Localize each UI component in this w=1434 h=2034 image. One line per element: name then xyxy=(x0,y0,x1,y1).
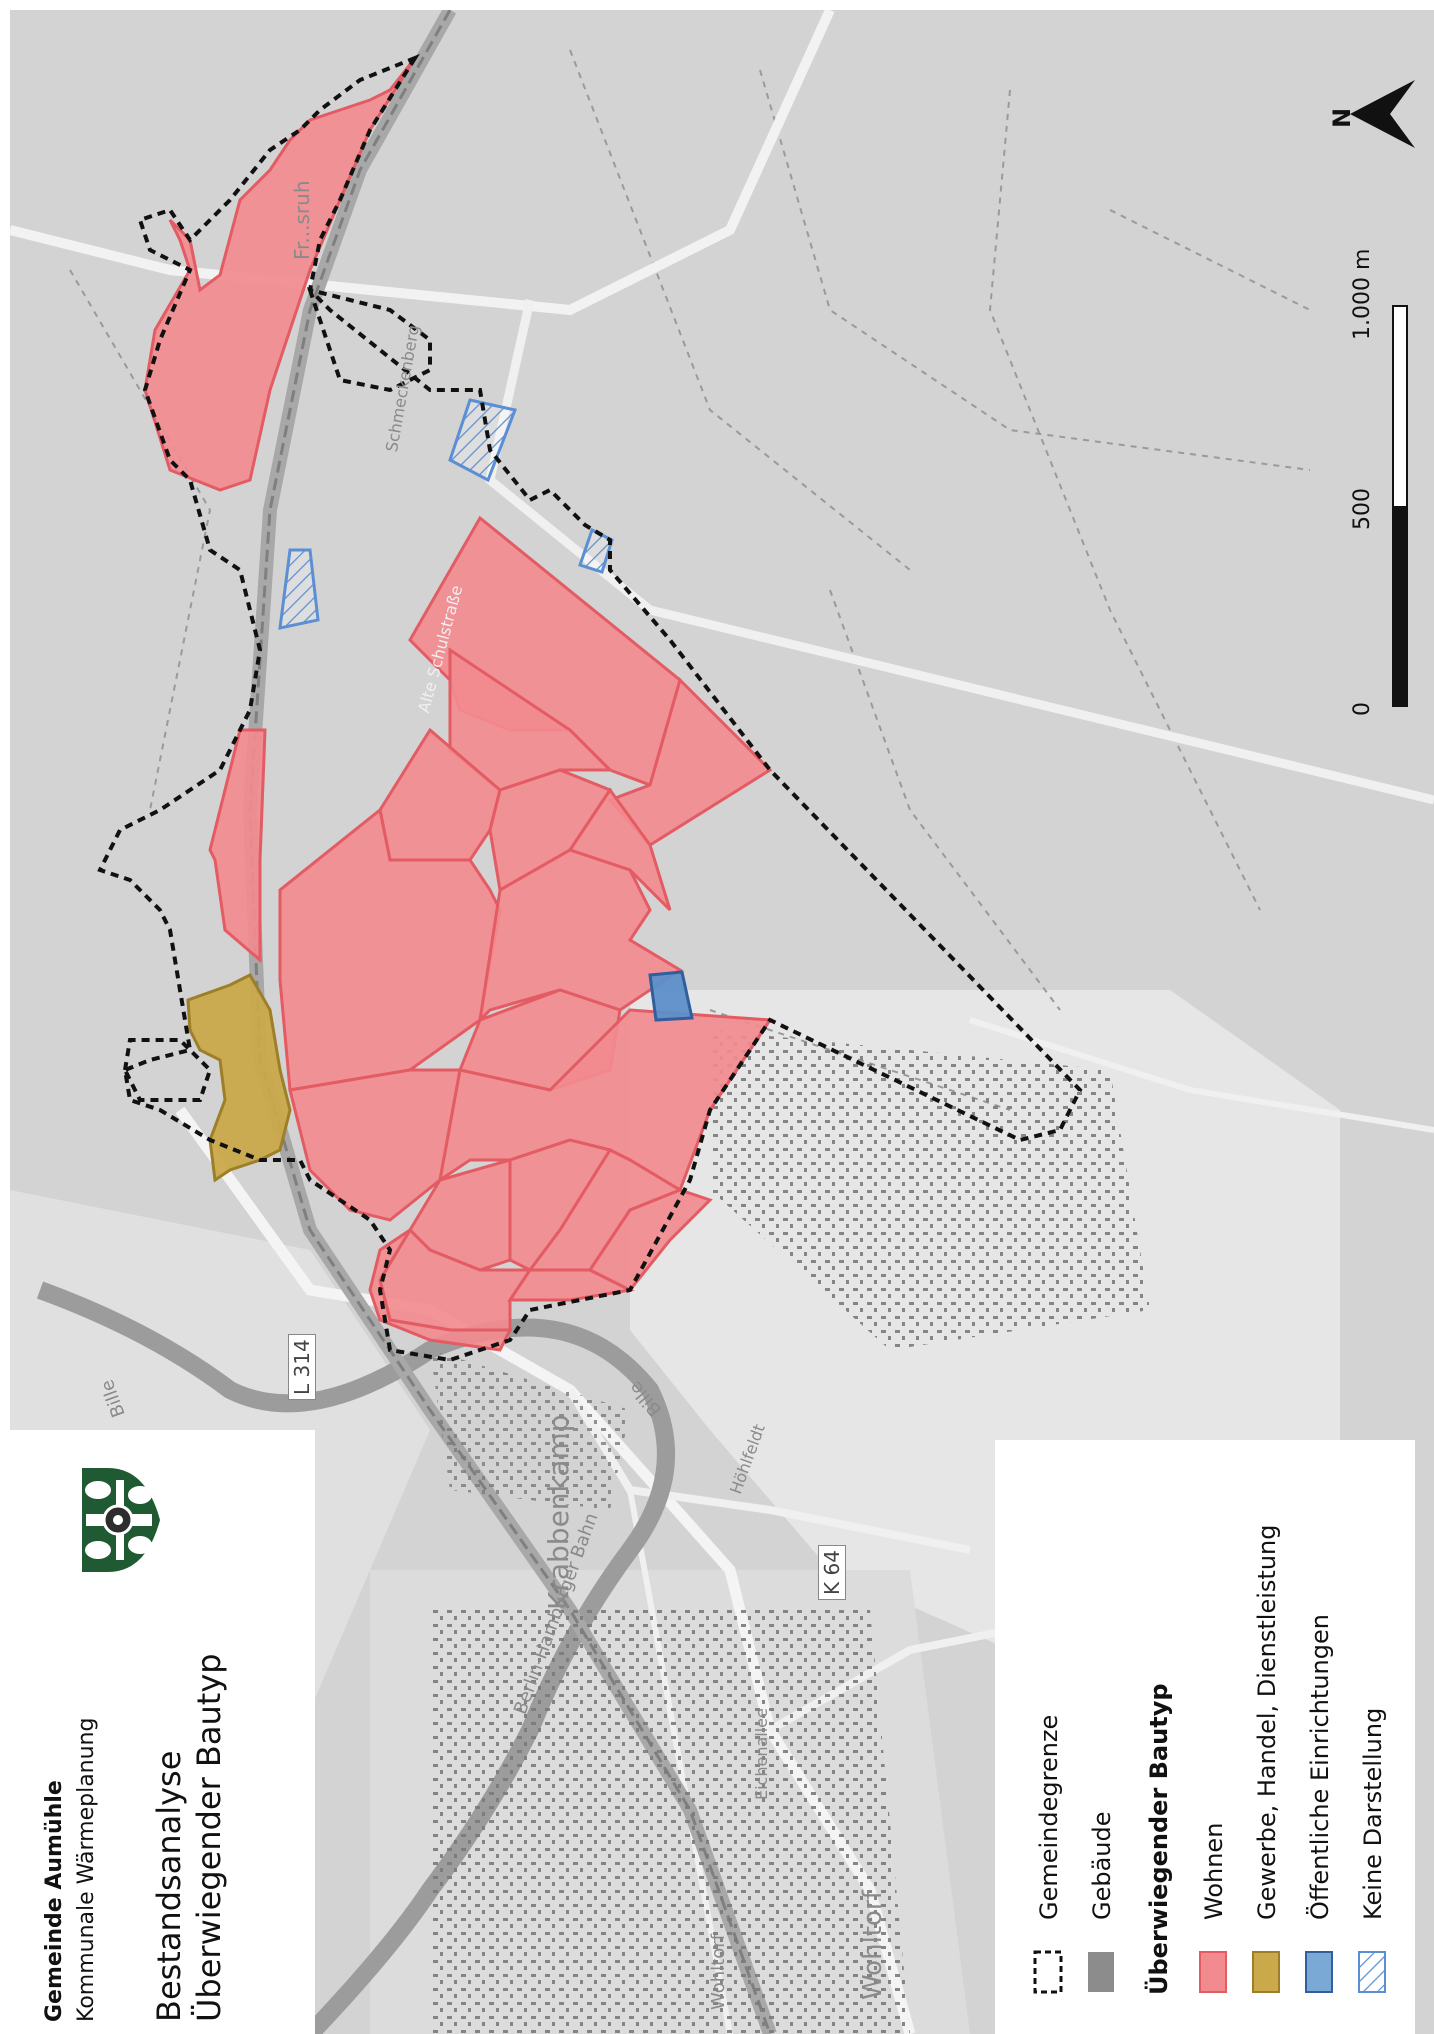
wohnen-zone-r xyxy=(368,1228,513,1352)
label-l314: L 314 xyxy=(288,1334,316,1400)
map-heading-line1: Bestandsanalyse xyxy=(150,1750,188,2022)
label-wohltorf: Wohltorf xyxy=(858,1890,888,2000)
label-friedrichsruh: Fr...sruh xyxy=(290,180,314,260)
wohnen-zone-g xyxy=(278,807,502,1092)
keine-darstellung-1[interactable] xyxy=(448,398,518,483)
wohnen-zone-west-strip xyxy=(208,728,267,964)
map-heading-line2: Überwiegender Bautyp xyxy=(190,1653,228,2022)
legend-label-wohnen: Wohnen xyxy=(1200,1822,1228,1920)
keine-darstellung-3[interactable] xyxy=(578,527,614,574)
scale-label-500: 500 xyxy=(1350,488,1375,530)
legend-label-oeffentlich: Öffentliche Einrichtungen xyxy=(1306,1614,1334,1920)
municipality-name: Gemeinde Aumühle xyxy=(42,1780,67,2022)
scale-label-0: 0 xyxy=(1350,702,1375,716)
north-arrow-label: N xyxy=(1328,107,1356,128)
legend-symbol-layer xyxy=(1033,1950,1386,1994)
keine-darstellung-2[interactable] xyxy=(278,548,320,630)
gemeindegrenze-boundary[interactable] xyxy=(97,53,1083,1363)
municipality-subtitle: Kommunale Wärmeplanung xyxy=(74,1717,99,2022)
oeffentlich-zone[interactable] xyxy=(648,970,694,1022)
map-frame: L 314 K 64 Krabbenkamp Wohltorf Bille Bi… xyxy=(10,10,1434,2034)
gemeindegrenze-enclave xyxy=(122,1038,213,1102)
municipality-coat-of-arms-icon xyxy=(82,1468,160,1572)
wohnen-zone-h xyxy=(477,848,683,1025)
scale-bar-graphic xyxy=(1392,305,1408,707)
legend-label-gebaeude: Gebäude xyxy=(1088,1811,1116,1920)
settlement-buildings-krabbenkamp xyxy=(430,1350,630,1510)
legend-heading-bautyp: Überwiegender Bautyp xyxy=(1145,1683,1173,1995)
label-wohltorf-2: Wohltorf xyxy=(708,1934,729,2010)
legend-label-gemeindegrenze: Gemeindegrenze xyxy=(1035,1714,1063,1920)
legend-label-keine: Keine Darstellung xyxy=(1359,1707,1387,1920)
title-block: Gemeinde Aumühle Kommunale Wärmeplanung … xyxy=(10,1430,315,2034)
legend-label-gewerbe: Gewerbe, Handel, Dienstleistung xyxy=(1253,1524,1281,1920)
north-arrow-icon xyxy=(1350,80,1415,148)
settlement-buildings-south xyxy=(430,1610,910,2034)
scale-label-1000: 1.000 m xyxy=(1350,248,1375,340)
label-k64: K 64 xyxy=(818,1545,846,1600)
legend-background xyxy=(995,1440,1415,2034)
gemeindegrenze-loop xyxy=(306,287,432,393)
gewerbe-zone[interactable] xyxy=(186,973,292,1183)
wohnen-zones[interactable] xyxy=(143,57,773,1352)
settlement-buildings-east xyxy=(710,1030,1150,1350)
wohnen-zone-f xyxy=(567,787,672,912)
label-eichenallee: Eichenallee xyxy=(752,1708,771,1800)
